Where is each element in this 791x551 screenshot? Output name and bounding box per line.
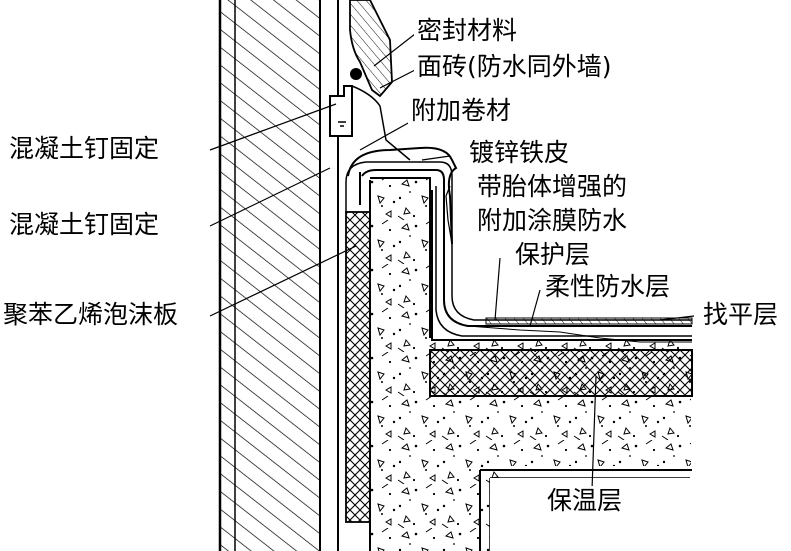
label-additional-membrane: 附加卷材 <box>408 96 515 125</box>
label-insulation-layer: 保温层 <box>544 486 626 515</box>
label-galvanized-sheet: 镀锌铁皮 <box>466 138 573 167</box>
existing-wall <box>220 0 338 551</box>
label-nail-fixing-upper: 混凝土钉固定 <box>6 134 163 163</box>
waterproof-membrane <box>359 169 692 327</box>
label-reinforced-coating-line1: 带胎体增强的 <box>474 172 631 201</box>
insulation-band <box>429 349 693 397</box>
label-screed-layer: 找平层 <box>700 300 782 329</box>
galvanized-flashing <box>347 146 458 245</box>
label-facing-tile: 面砖(防水同外墙) <box>414 52 615 81</box>
label-nail-fixing-lower: 混凝土钉固定 <box>6 210 163 239</box>
label-protective-layer: 保护层 <box>512 240 594 269</box>
label-flexible-waterproof: 柔性防水层 <box>542 272 674 301</box>
label-reinforced-coating-line2: 附加涂膜防水 <box>474 206 631 235</box>
leader-lines <box>209 33 695 491</box>
label-polystyrene-board: 聚苯乙烯泡沫板 <box>0 300 182 329</box>
label-sealant: 密封材料 <box>414 16 521 45</box>
polystyrene-foam-board <box>345 211 371 523</box>
sealant <box>350 68 362 80</box>
facing-tile <box>349 0 393 98</box>
